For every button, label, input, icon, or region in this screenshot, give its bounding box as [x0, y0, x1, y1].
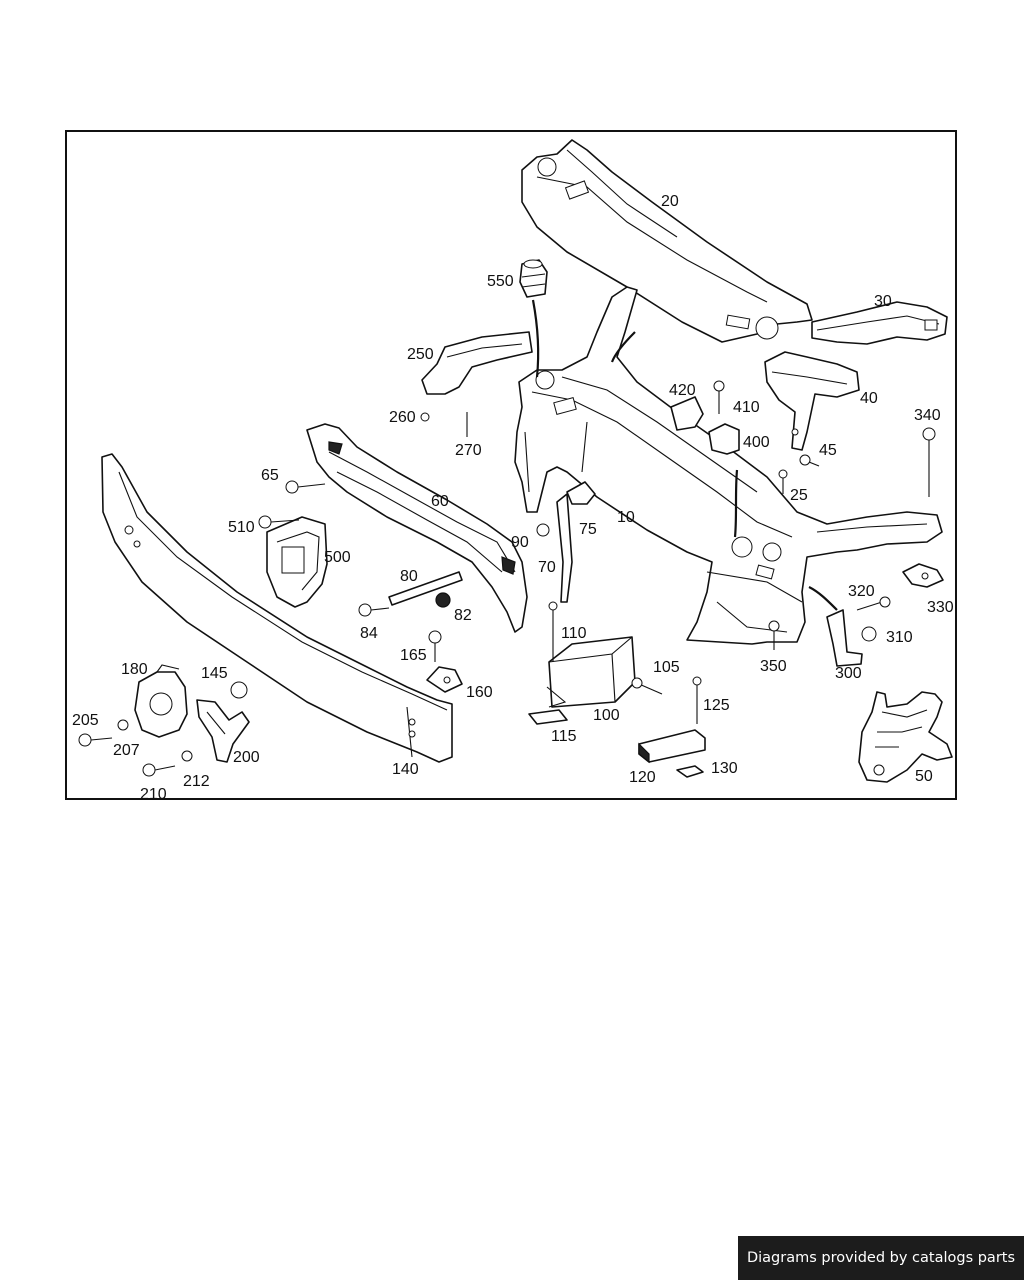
part-550-bump-stop [519, 259, 548, 298]
callout-330: 330 [927, 599, 954, 616]
part-300-bracket [826, 609, 863, 667]
callout-20: 20 [661, 193, 679, 210]
part-60-crash-element [306, 423, 528, 633]
callout-100: 100 [593, 707, 620, 724]
callout-350: 350 [760, 658, 787, 675]
part-40-bracket [764, 351, 860, 451]
callout-84: 84 [360, 625, 378, 642]
part-115-strap [528, 709, 568, 725]
callout-125: 125 [703, 697, 730, 714]
callout-212: 212 [183, 773, 210, 790]
callout-510: 510 [228, 519, 255, 536]
callout-120: 120 [629, 769, 656, 786]
callout-90: 90 [511, 534, 529, 551]
part-400-mount [708, 423, 740, 455]
callout-110: 110 [561, 625, 587, 642]
callout-130: 130 [711, 760, 738, 777]
callout-310: 310 [886, 629, 913, 646]
part-500-bracket [266, 516, 328, 608]
part-330-mount [902, 563, 944, 588]
fasteners [78, 380, 936, 777]
leader-lines [531, 299, 838, 611]
callout-550: 550 [487, 273, 514, 290]
part-10-front-carrier [514, 286, 943, 645]
parts-diagram-drawing: 10 20 25 30 40 45 50 60 65 70 75 80 82 8… [72, 139, 954, 800]
part-130-washer-plate [676, 765, 704, 778]
part-20-upper-crossmember [521, 139, 813, 343]
callout-140: 140 [392, 761, 419, 778]
part-200-bracket [196, 699, 250, 763]
callout-25: 25 [790, 487, 808, 504]
callout-40: 40 [860, 390, 878, 407]
part-420-clip [670, 396, 704, 431]
callout-500: 500 [324, 549, 351, 566]
callout-320: 320 [848, 583, 875, 600]
part-120-spacer [638, 729, 706, 764]
callout-400: 400 [743, 434, 770, 451]
callout-180: 180 [121, 661, 148, 678]
callout-82: 82 [454, 607, 472, 624]
part-250-bracket [421, 331, 533, 395]
callout-160: 160 [466, 684, 493, 701]
callout-30: 30 [874, 293, 892, 310]
callout-145: 145 [201, 665, 228, 682]
callout-260: 260 [389, 409, 416, 426]
callout-50: 50 [915, 768, 933, 785]
callout-105: 105 [653, 659, 680, 676]
callout-410: 410 [733, 399, 760, 416]
callout-75: 75 [579, 521, 597, 538]
part-80-rod [388, 571, 463, 606]
part-70-strut [556, 493, 573, 603]
callout-115: 115 [551, 728, 577, 745]
callout-labels: 10 20 25 30 40 45 50 60 65 70 75 80 82 8… [72, 193, 954, 800]
callout-80: 80 [400, 568, 418, 585]
callout-70: 70 [538, 559, 556, 576]
part-30-extension-bracket [811, 301, 948, 345]
callout-207: 207 [113, 742, 140, 759]
callout-270: 270 [455, 442, 482, 459]
part-160-mount [426, 666, 463, 693]
watermark-banner: Diagrams provided by catalogs parts [738, 1236, 1024, 1280]
callout-250: 250 [407, 346, 434, 363]
callout-420: 420 [669, 382, 696, 399]
part-180-mount-plate [134, 664, 188, 738]
callout-205: 205 [72, 712, 99, 729]
part-140-bumper-beam [101, 453, 453, 763]
callout-200: 200 [233, 749, 260, 766]
parts-diagram: 10 20 25 30 40 45 50 60 65 70 75 80 82 8… [65, 130, 957, 800]
part-100-box-module [546, 636, 636, 708]
callout-60: 60 [431, 493, 449, 510]
callout-210: 210 [140, 786, 167, 800]
callout-65: 65 [261, 467, 279, 484]
callout-300: 300 [835, 665, 862, 682]
callout-165: 165 [400, 647, 427, 664]
part-50-bracket [858, 691, 953, 783]
callout-45: 45 [819, 442, 837, 459]
callout-340: 340 [914, 407, 941, 424]
callout-10: 10 [617, 509, 635, 526]
part-75-bracket [566, 481, 596, 505]
